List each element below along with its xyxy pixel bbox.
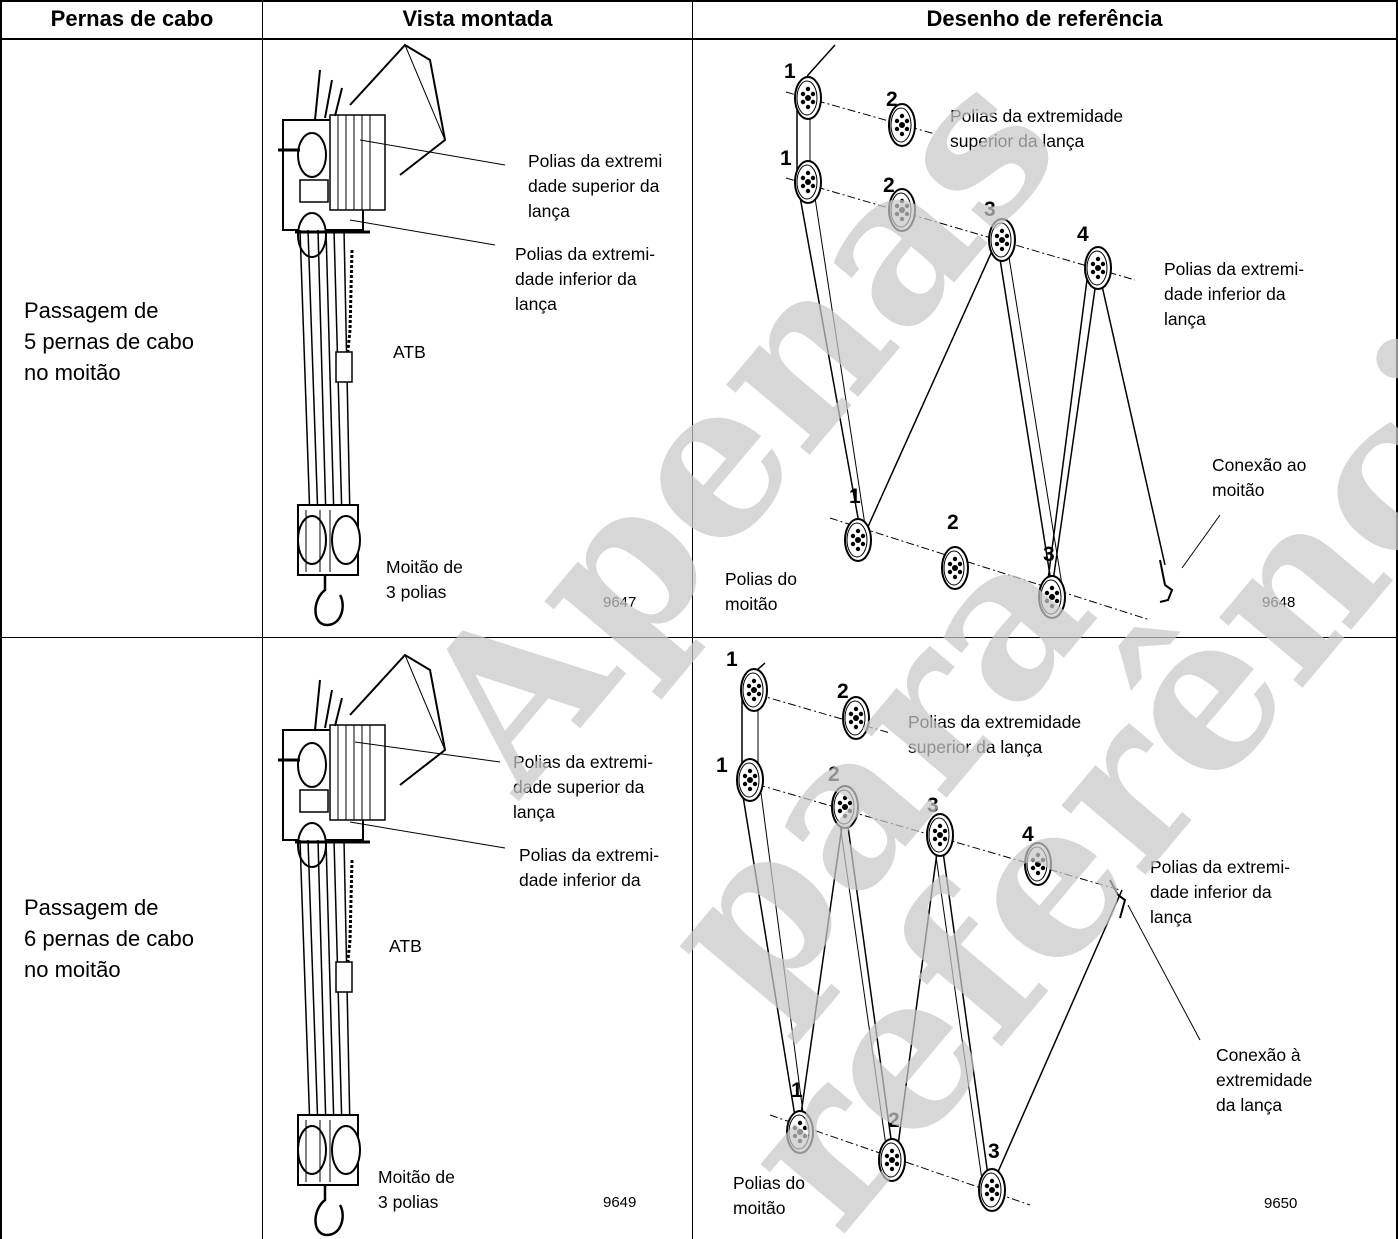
column-divider-2 [692, 0, 693, 1239]
header-rope-legs: Pernas de cabo [50, 6, 214, 31]
row1-block-num-1: 1 [849, 485, 861, 508]
row2-ref-lower-label: Polias da extremi- dade inferior da lanç… [1150, 857, 1291, 927]
row1-upper-num-2: 2 [886, 88, 898, 111]
row2-category: Passagem de 6 pernas de cabo no moitão [24, 895, 195, 982]
row-divider [0, 637, 1398, 638]
row2-assembled-upper-label: Polias da extremi- dade superior da lanç… [513, 752, 654, 822]
row2-ref-upper-label: Polias da extremidade superior da lança [908, 712, 1082, 757]
row2-ref-fig-number: 9650 [1264, 1195, 1298, 1212]
row1-category: Passagem de 5 pernas de cabo no moitão [24, 298, 195, 385]
column-divider-1 [262, 0, 263, 1239]
row1-ref-upper-label: Polias da extremidade superior da lança [950, 106, 1124, 151]
row2-upper-num-1: 1 [726, 648, 738, 671]
assembled-view-row1 [276, 43, 447, 627]
table-border-left [0, 0, 2, 1239]
reference-drawing-row2 [736, 662, 1201, 1212]
table-border-top [0, 0, 1398, 2]
row1-lower-num-1: 1 [780, 147, 792, 170]
leader-line [354, 741, 501, 763]
row2-block-num-1: 1 [791, 1079, 803, 1102]
row1-block-num-2: 2 [947, 511, 959, 534]
row2-block-num-3: 3 [988, 1140, 1000, 1163]
row1-lower-num-4: 4 [1077, 223, 1089, 246]
row1-block-num-3: 3 [1043, 543, 1055, 566]
row1-assembled-fig-number: 9647 [603, 594, 637, 611]
row2-assembled-fig-number: 9649 [603, 1194, 637, 1211]
row2-assembled-atb: ATB [389, 936, 422, 956]
row1-assembled-block: Moitão de 3 polias [386, 557, 463, 602]
table-border-right [1396, 0, 1398, 1239]
row2-ref-block-label: Polias do moitão [733, 1173, 805, 1218]
row1-upper-num-1: 1 [784, 60, 796, 83]
row2-upper-num-2: 2 [837, 680, 849, 703]
row2-block-num-2: 2 [888, 1109, 900, 1132]
row1-assembled-atb: ATB [393, 342, 426, 362]
row1-ref-block-label: Polias do moitão [725, 569, 797, 614]
row1-ref-lower-label: Polias da extremi- dade inferior da lanç… [1164, 259, 1305, 329]
row2-lower-num-2: 2 [828, 763, 840, 786]
header-divider [0, 38, 1398, 40]
row2-lower-num-4: 4 [1022, 823, 1034, 846]
leader-line [359, 139, 506, 166]
header-reference-drawing: Desenho de referência [926, 6, 1163, 31]
reference-drawing-row1 [785, 44, 1221, 621]
row1-assembled-lower-label: Polias da extremi- dade inferior da lanç… [515, 244, 656, 314]
row2-lower-num-1: 1 [716, 754, 728, 777]
row1-ref-connection: Conexão ao moitão [1212, 455, 1307, 500]
row1-assembled-upper-label: Polias da extremi dade superior da lança [528, 151, 663, 221]
row2-ref-connection: Conexão à extremidade da lança [1216, 1045, 1313, 1115]
row2-assembled-lower-label: Polias da extremi- dade inferior da [519, 845, 660, 890]
row1-lower-num-2: 2 [883, 174, 895, 197]
header-assembled-view: Vista montada [402, 6, 553, 31]
row2-assembled-block: Moitão de 3 polias [378, 1167, 455, 1212]
leader-line [349, 219, 496, 246]
row2-lower-num-3: 3 [927, 794, 939, 817]
leader-line [349, 821, 506, 849]
row1-ref-fig-number: 9648 [1262, 594, 1296, 611]
row1-lower-num-3: 3 [984, 198, 996, 221]
